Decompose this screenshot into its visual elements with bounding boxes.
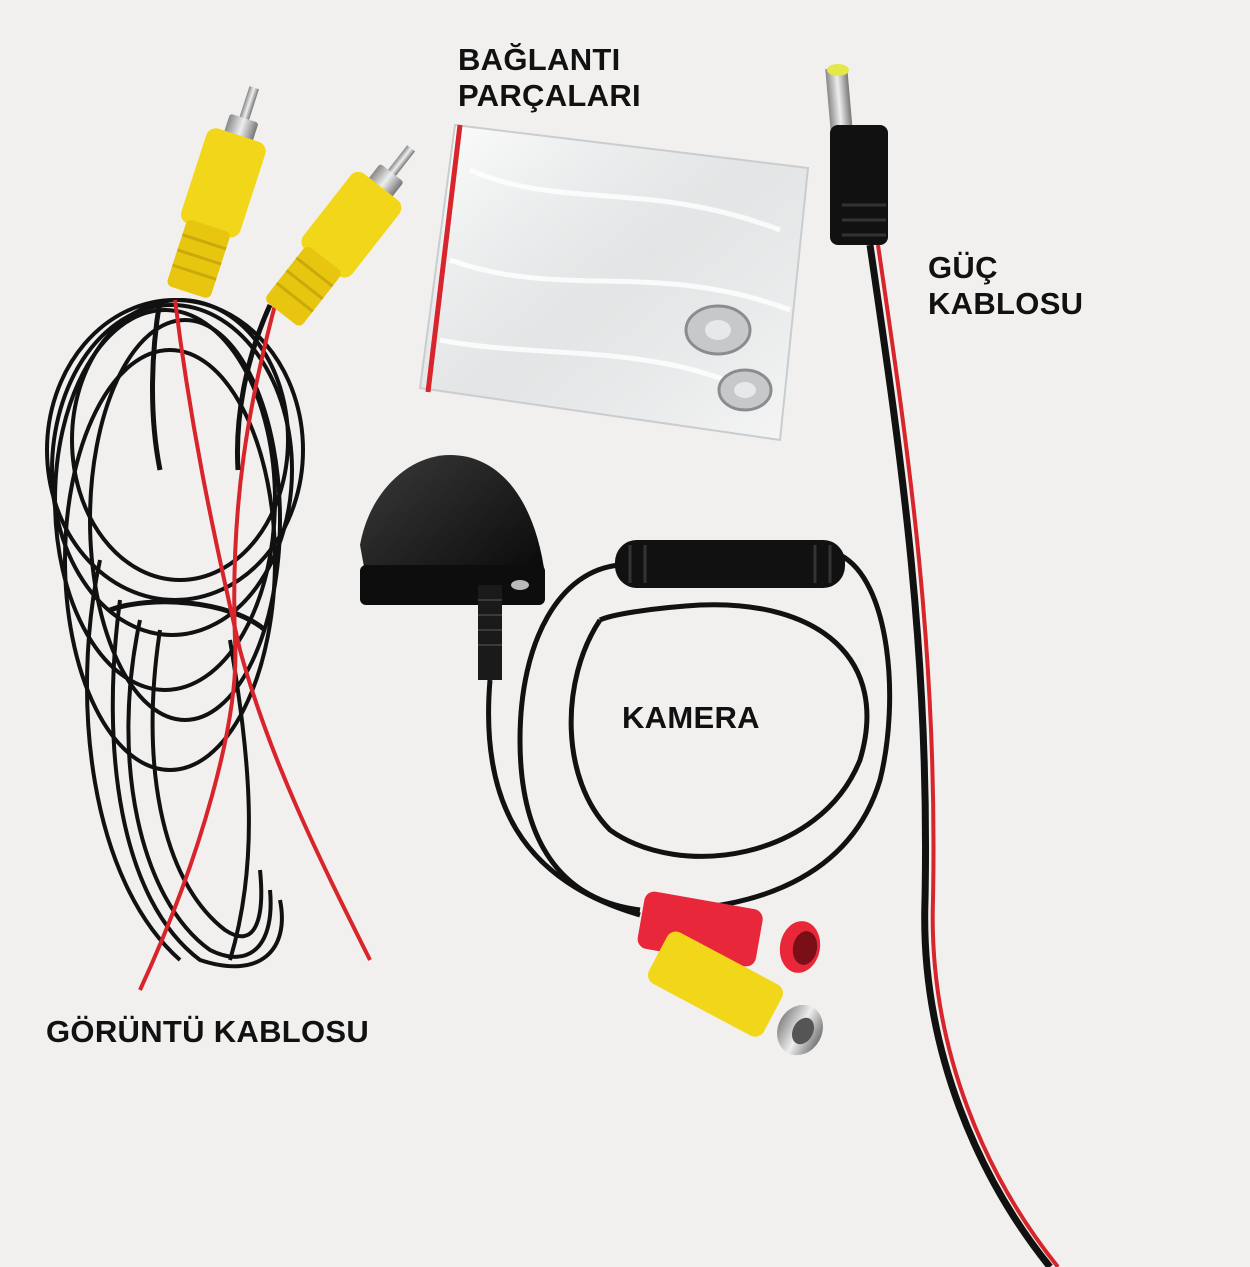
parts-label: BAĞLANTI PARÇALARI <box>458 42 641 114</box>
power-cable-label-line1: GÜÇ <box>928 250 998 285</box>
power-cable-label: GÜÇ KABLOSU <box>928 250 1083 322</box>
rca-plug-yellow-1 <box>167 86 266 298</box>
camera-label-text: KAMERA <box>622 700 760 735</box>
video-cable-label: GÖRÜNTÜ KABLOSU <box>46 1014 369 1050</box>
video-cable-red-wires <box>138 299 372 991</box>
power-cable-label-line2: KABLOSU <box>928 286 1084 321</box>
washer-icon <box>717 368 773 412</box>
power-cable <box>825 64 1060 1267</box>
parts-label-line1: BAĞLANTI <box>458 42 621 77</box>
camera-cable-loop <box>486 552 893 918</box>
parts-label-line2: PARÇALARI <box>458 78 641 113</box>
video-cable-coil <box>45 298 305 969</box>
video-cable-leads <box>150 299 273 471</box>
washer-icon <box>684 304 752 356</box>
rca-plug-yellow-2 <box>266 145 416 326</box>
video-cable-label-text: GÖRÜNTÜ KABLOSU <box>46 1014 370 1049</box>
rca-socket-yellow <box>647 931 823 1056</box>
camera-cable-module <box>615 540 845 588</box>
camera-icon <box>360 455 545 680</box>
camera-label: KAMERA <box>622 700 760 736</box>
parts-bag <box>418 123 810 442</box>
